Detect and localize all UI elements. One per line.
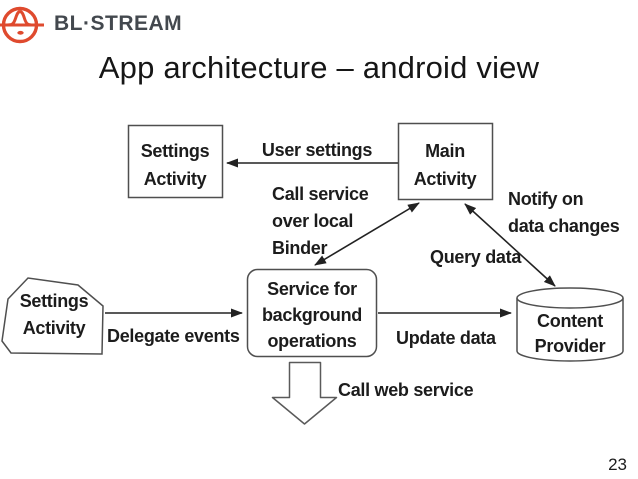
node-settings-activity-left-label: Settings — [20, 291, 89, 311]
edge-label-user-settings: User settings — [262, 140, 372, 160]
node-main-activity-label: Main — [425, 141, 465, 161]
edge-label-call-web-service: Call web service — [338, 380, 474, 400]
node-content-provider-label: Content — [537, 311, 603, 331]
node-settings-activity-left-label: Activity — [23, 318, 86, 338]
node-settings-activity-left-shape — [1, 277, 104, 355]
blstream-logo-icon — [0, 6, 44, 44]
edge-label-call-service: Call service — [272, 184, 369, 204]
edge-call-service-arrow — [314, 202, 420, 266]
node-content-provider-label: Provider — [535, 336, 606, 356]
call-web-service-block-arrow — [271, 361, 338, 425]
node-main-activity-shape — [397, 122, 494, 201]
node-content-provider-top — [516, 287, 624, 309]
edge-label-delegate-events: Delegate events — [107, 326, 240, 346]
logo: BL·STREAM — [0, 3, 182, 45]
edge-query-notify-arrow — [464, 203, 556, 287]
edge-label-call-service: Binder — [272, 238, 328, 258]
node-content-provider-shape — [516, 298, 624, 362]
slide-title: App architecture – android view — [98, 50, 540, 85]
node-service-label: background — [262, 305, 362, 325]
edge-label-call-service: over local — [272, 211, 353, 231]
node-service-label: operations — [267, 331, 356, 351]
node-service-label: Service for — [267, 279, 357, 299]
node-settings-activity-top-shape — [127, 124, 224, 199]
edge-label-update-data: Update data — [396, 328, 497, 348]
edge-label-query-data: Query data — [430, 247, 522, 267]
brand-name: BL·STREAM — [54, 12, 183, 35]
edge-label-notify: data changes — [508, 216, 620, 236]
node-main-activity-label: Activity — [414, 169, 477, 189]
node-settings-activity-top-label: Activity — [144, 169, 207, 189]
edge-label-notify: Notify on — [508, 189, 583, 209]
page-number: 23 — [608, 455, 627, 474]
node-service-shape — [246, 268, 378, 358]
node-settings-activity-top-label: Settings — [141, 141, 210, 161]
